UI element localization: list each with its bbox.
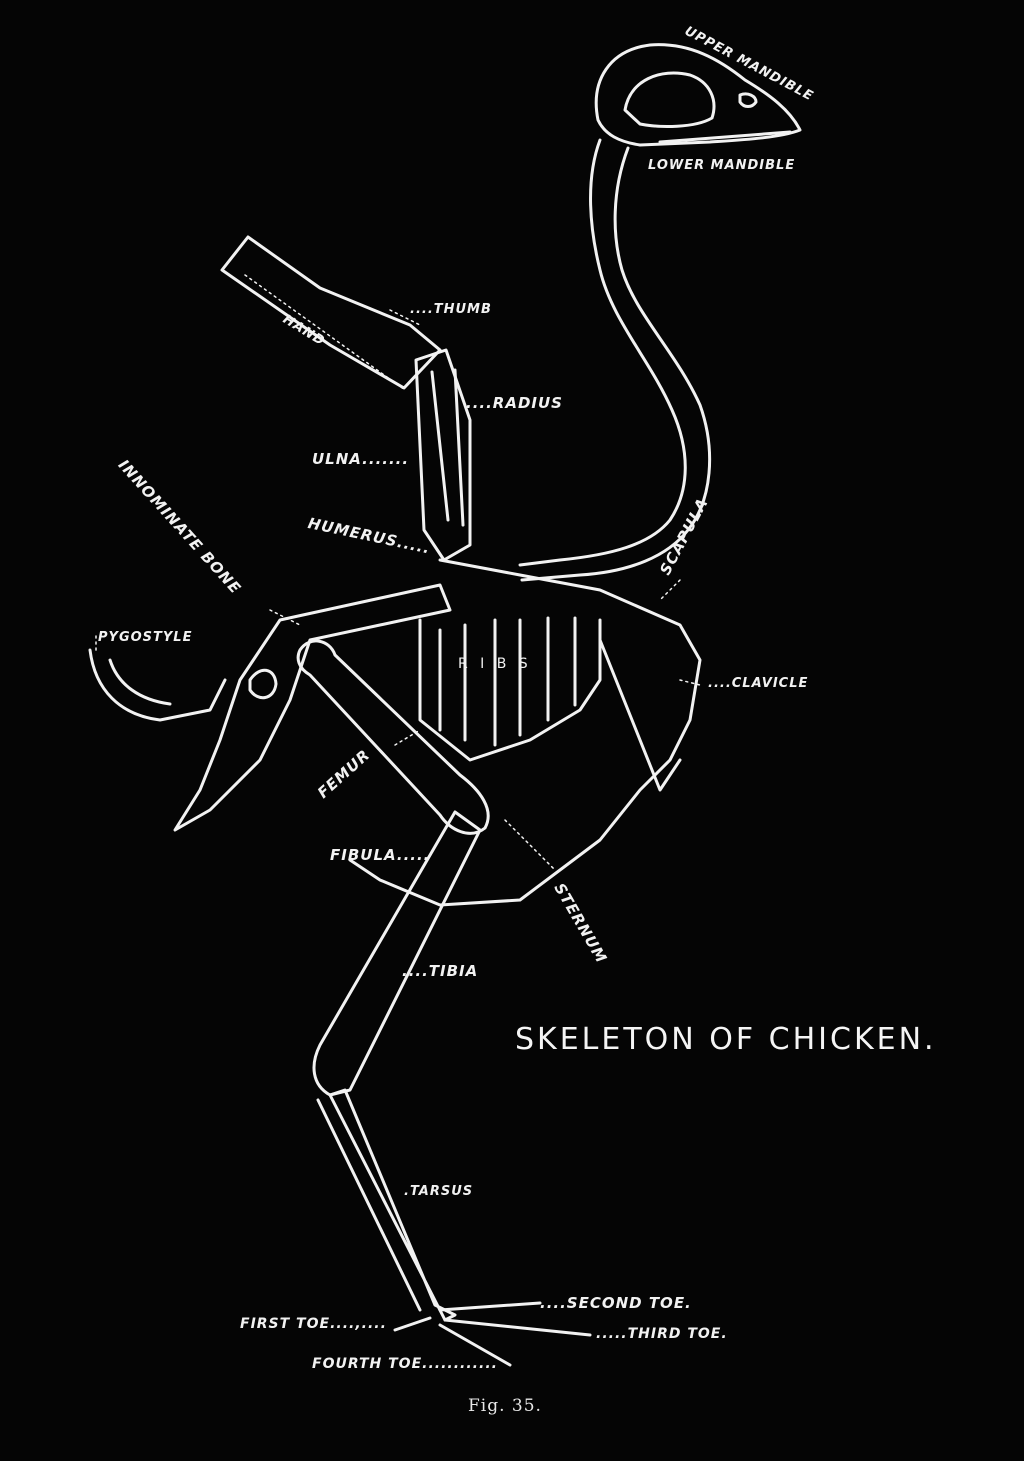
label-fourth-toe: Fourth Toe............ [312, 1356, 498, 1372]
skull [594, 43, 802, 147]
foot [393, 1301, 592, 1367]
label-first-toe: First Toe....,.... [240, 1316, 387, 1332]
label-second-toe: ....Second Toe. [540, 1294, 692, 1312]
neck-vertebrae [518, 138, 712, 582]
figure-caption: Fig. 35. [468, 1396, 542, 1416]
label-ulna: Ulna....... [312, 450, 410, 468]
label-third-toe: .....Third Toe. [596, 1326, 728, 1342]
wing [220, 235, 472, 562]
label-tarsus: .Tarsus [404, 1184, 474, 1199]
label-tibia: ....Tibia [402, 962, 479, 980]
pointer-lines [95, 274, 701, 871]
leg [296, 639, 490, 1322]
pelvis-and-tail [88, 583, 452, 832]
diagram-title: Skeleton of Chicken. [515, 1022, 937, 1057]
label-radius: ....Radius [466, 394, 563, 412]
label-lower-mandible: Lower Mandible [648, 158, 796, 173]
ribcage [348, 558, 702, 907]
label-pygostyle: Pygostyle [98, 630, 193, 645]
label-clavicle: ....Clavicle [708, 676, 809, 691]
label-fibula: Fibula..... [330, 846, 431, 864]
label-ribs: R I B S [458, 656, 532, 672]
label-thumb: ....Thumb [410, 302, 492, 317]
